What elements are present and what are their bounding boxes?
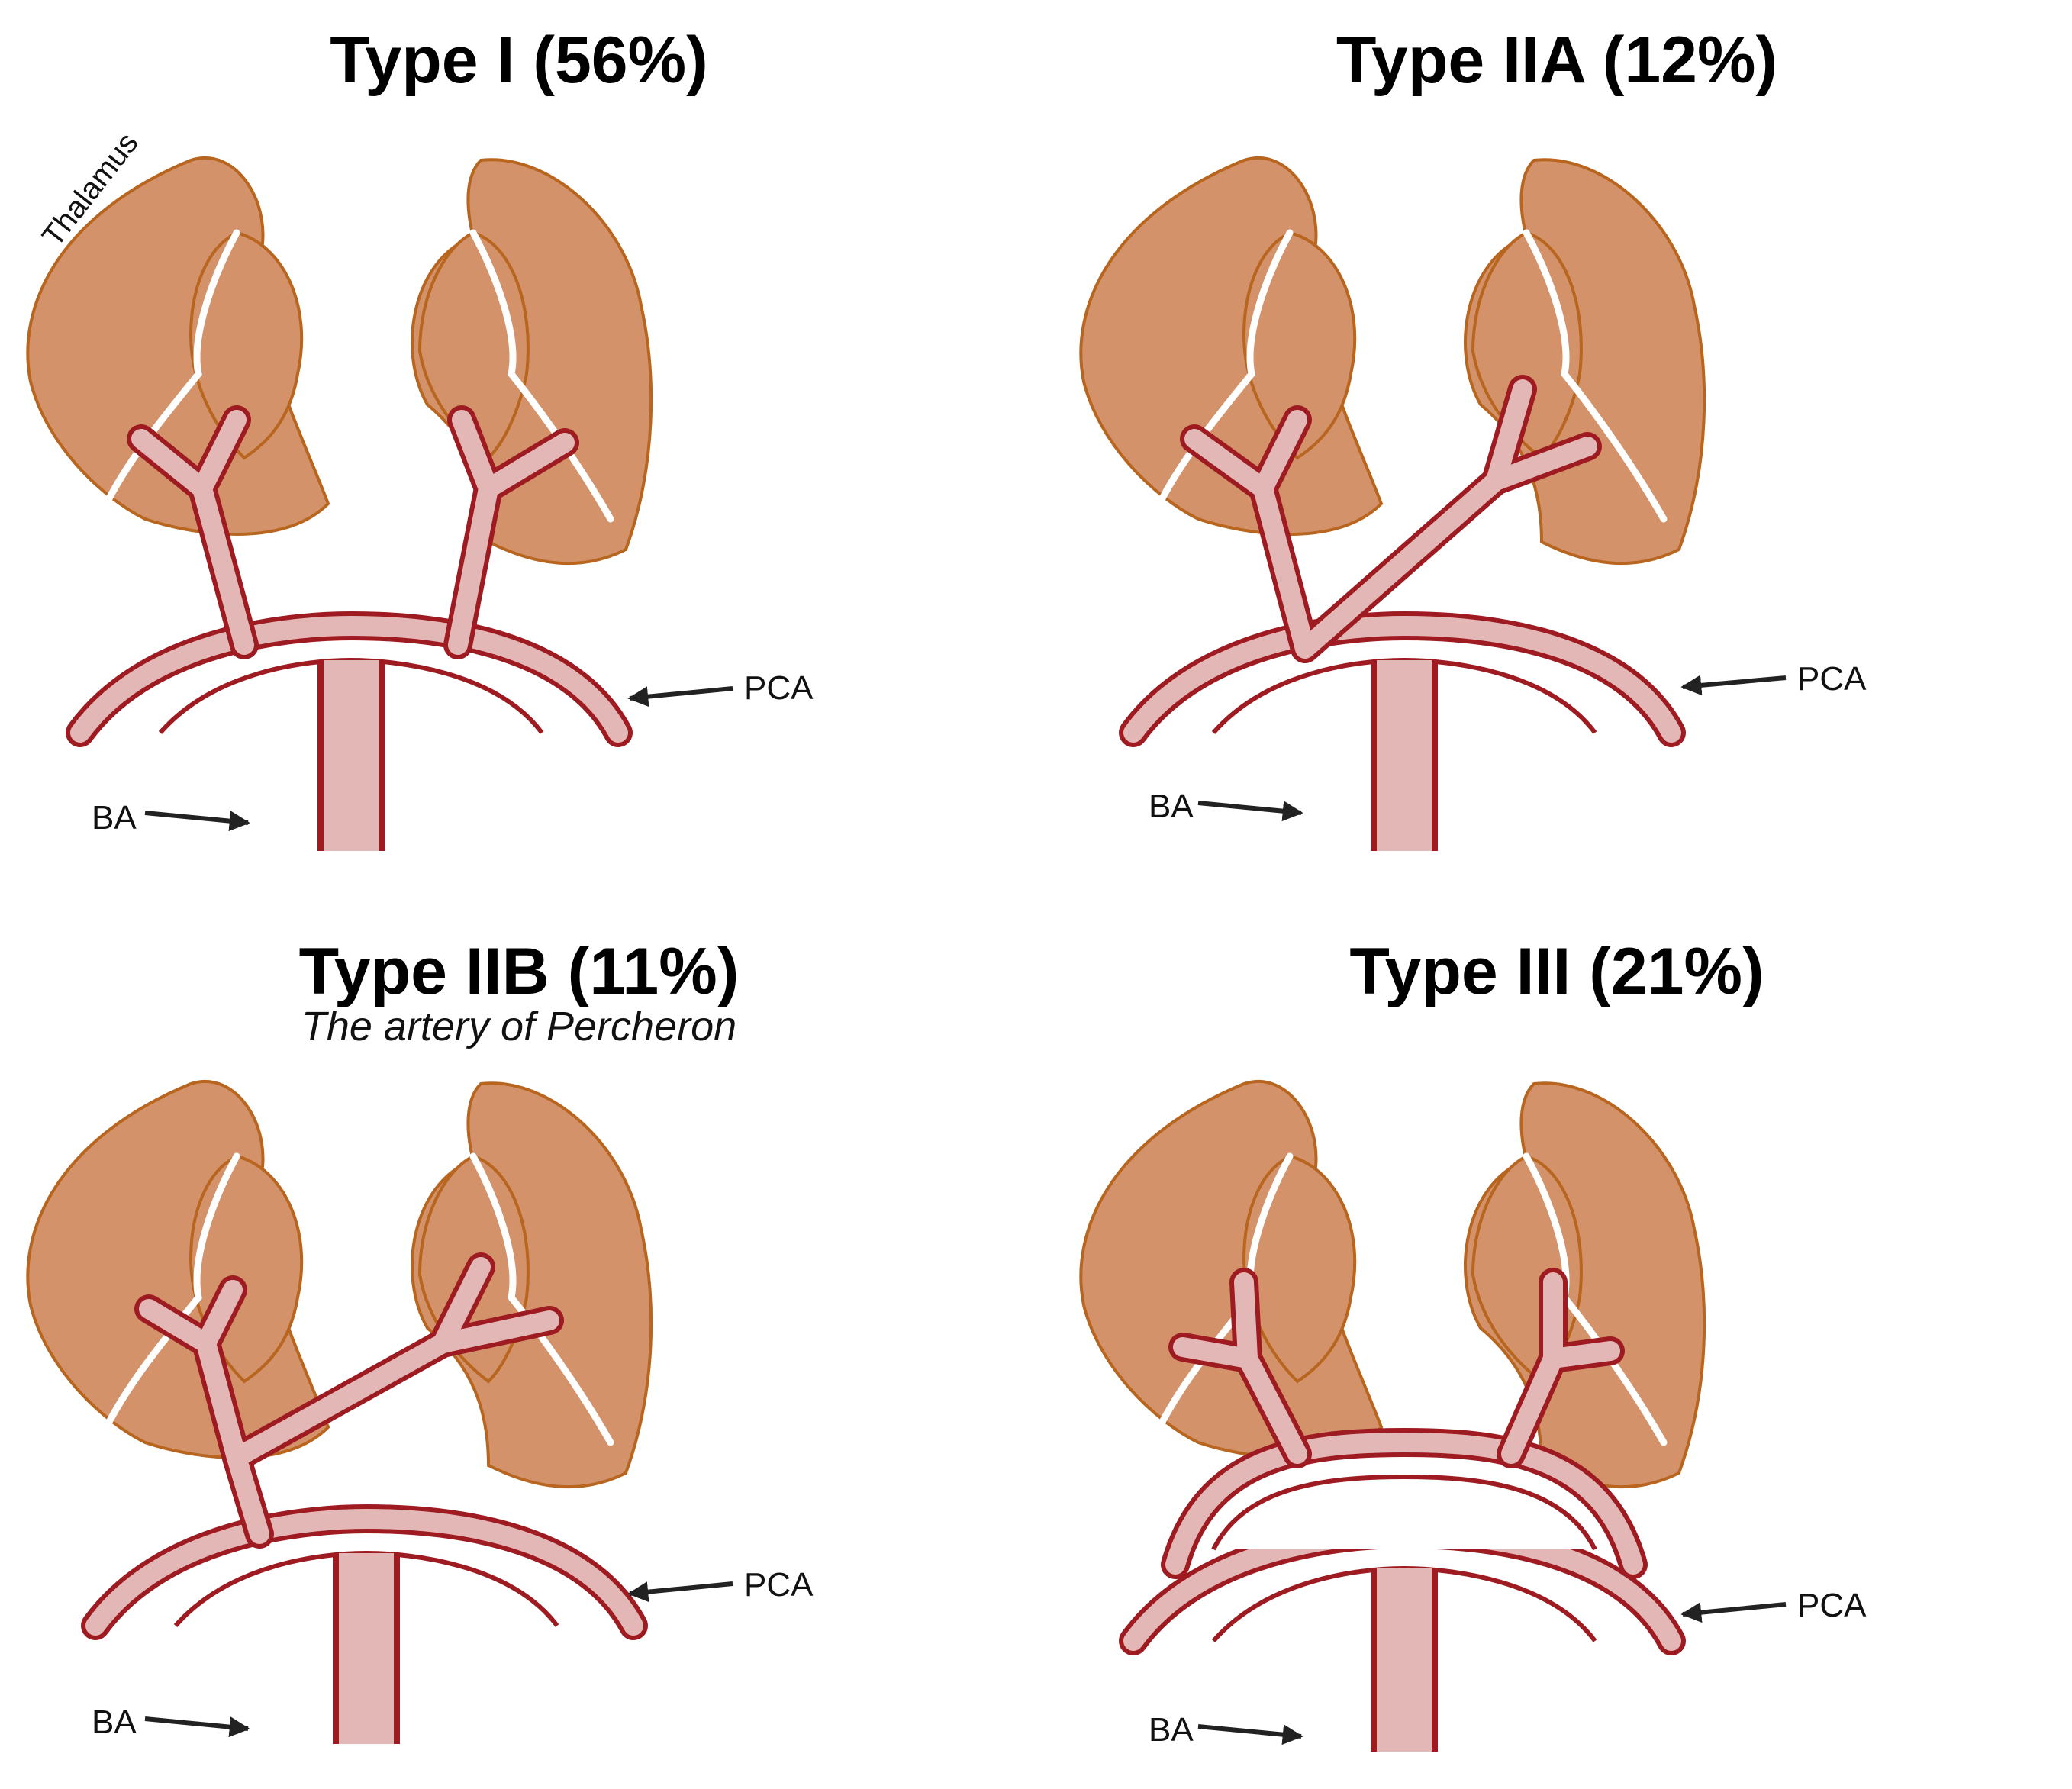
- panel-illustration: [1079, 156, 1787, 851]
- panel-type-iii: Type III (21%): [1053, 908, 2061, 1786]
- panel-illustration: [26, 1079, 733, 1744]
- panel-title: Type IIA (12%): [1336, 24, 1778, 97]
- right-thalamus: [411, 1081, 653, 1489]
- right-perforating-artery: [1497, 1268, 1625, 1468]
- pca-arrow: [1680, 675, 1787, 696]
- ba-label: BA: [1149, 788, 1194, 825]
- arcade-artery: [1161, 1428, 1648, 1579]
- pca-arrow: [1680, 1602, 1787, 1623]
- pca-arrow: [627, 686, 733, 708]
- panel-illustration: [26, 156, 733, 851]
- panel-illustration: [1079, 1079, 1787, 1752]
- ba-label: BA: [92, 799, 137, 836]
- left-thalamus: [1079, 1079, 1384, 1459]
- pca-arrow: [627, 1581, 733, 1603]
- ba-arrow: [1197, 801, 1303, 822]
- panel-type-i: Type I (56%): [15, 15, 1023, 893]
- left-perforating-artery: [127, 405, 259, 659]
- panel-title: Type III (21%): [1349, 935, 1764, 1008]
- ba-arrow: [144, 1716, 250, 1738]
- pca-label: PCA: [744, 1566, 814, 1604]
- ba-arrow: [1197, 1724, 1303, 1745]
- right-perforating-artery: [443, 405, 579, 659]
- left-thalamus: [26, 1079, 330, 1459]
- panel-title: Type IIB (11%): [298, 935, 740, 1008]
- pca-label: PCA: [1797, 660, 1867, 698]
- left-perforating-artery: [1168, 1268, 1312, 1468]
- right-thalamus: [411, 158, 653, 566]
- left-thalamus: [1079, 156, 1384, 536]
- right-thalamus: [1464, 158, 1706, 566]
- pca-label: PCA: [744, 669, 814, 707]
- right-thalamus: [1464, 1081, 1706, 1489]
- panel-subtitle: The artery of Percheron: [301, 1004, 737, 1049]
- ba-arrow: [144, 811, 250, 832]
- artery-of-percheron: [134, 1252, 564, 1549]
- ba-label: BA: [1149, 1711, 1194, 1749]
- common-perforating-trunk: [1180, 375, 1602, 663]
- ba-label: BA: [92, 1704, 137, 1741]
- pca-label: PCA: [1797, 1587, 1867, 1624]
- panel-type-iia: Type IIA (12%): [1053, 15, 2061, 893]
- panel-type-iib: Type IIB (11%) The artery of Percheron: [15, 908, 1023, 1786]
- panel-title: Type I (56%): [330, 24, 708, 97]
